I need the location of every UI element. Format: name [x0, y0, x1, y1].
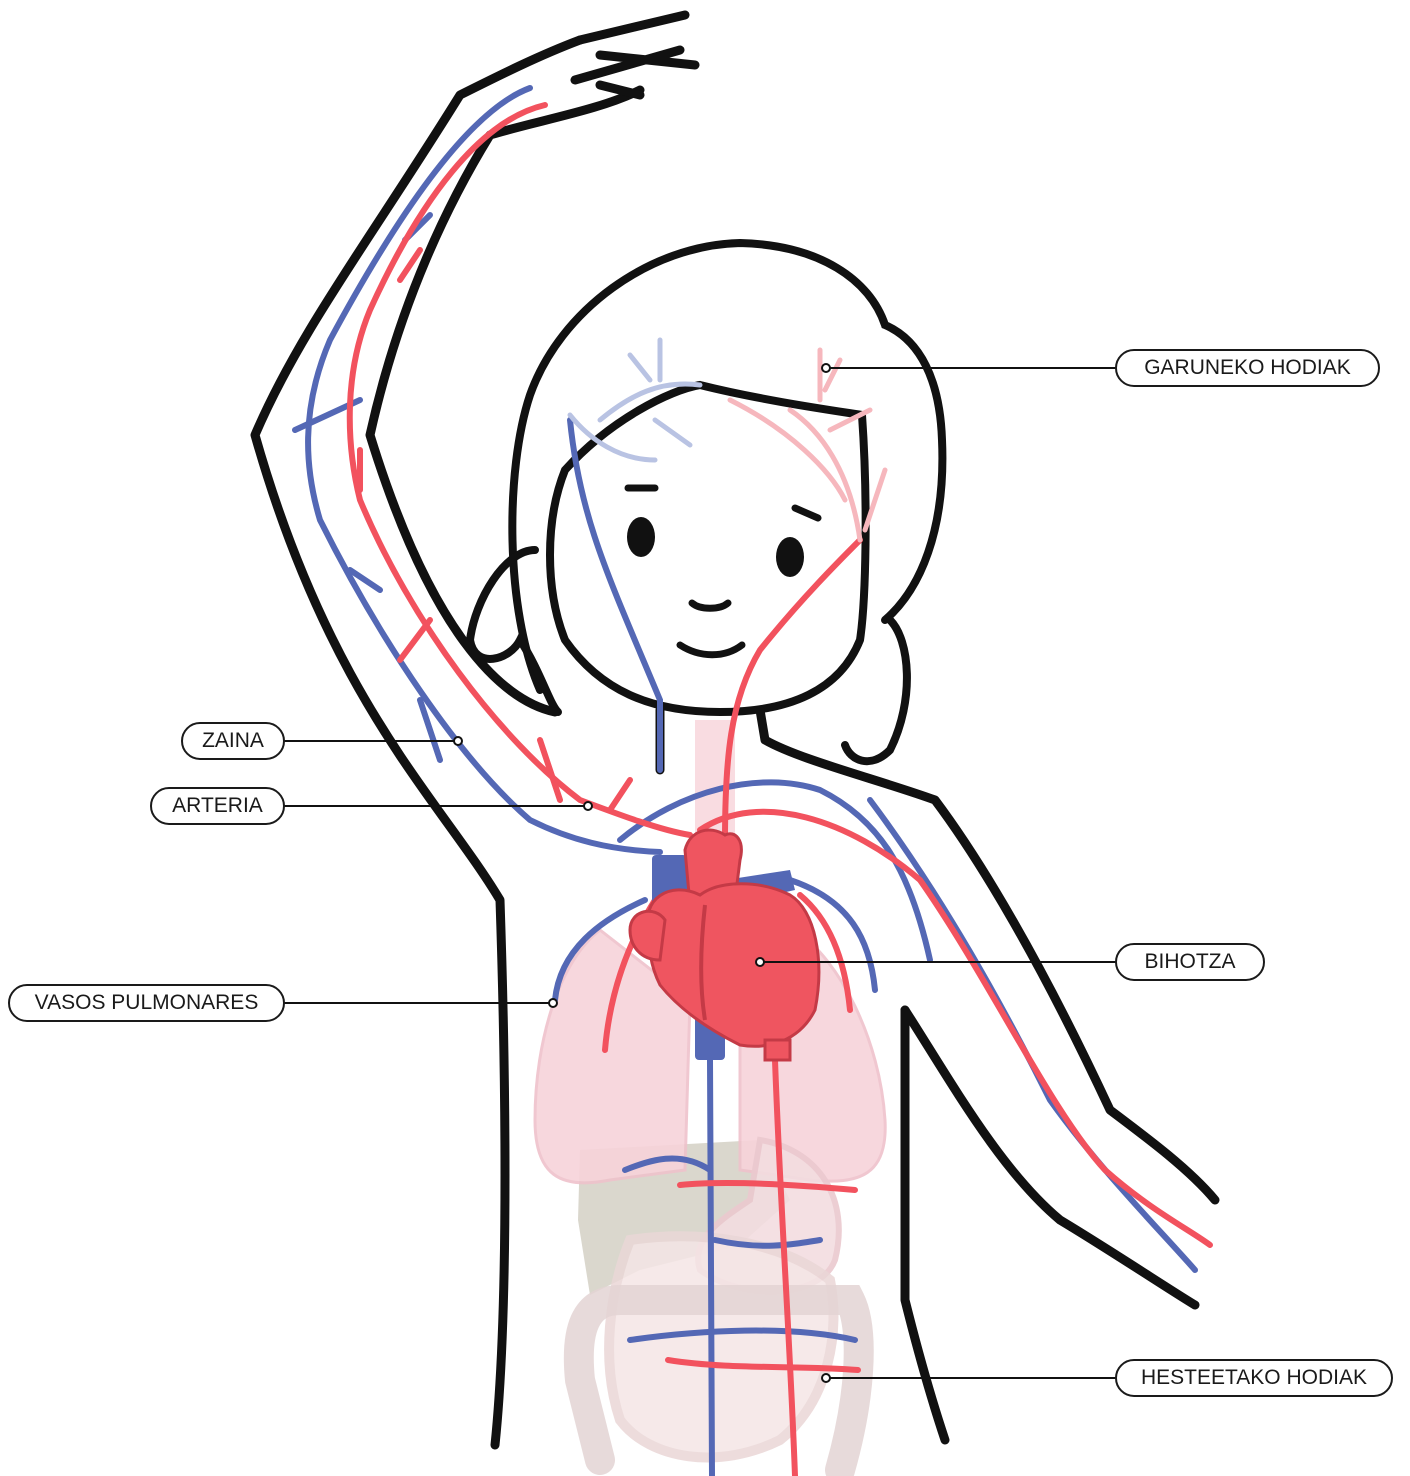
- torso-right: [905, 1010, 945, 1440]
- label-hesteetako-hodiak: HESTEETAKO HODIAK: [1115, 1359, 1393, 1397]
- jugular-vein: [570, 420, 660, 770]
- aorta-stub: [765, 1040, 790, 1060]
- label-arteria: ARTERIA: [150, 787, 285, 825]
- pointer-dot-garuneko: [822, 364, 830, 372]
- nose: [692, 603, 728, 608]
- right-eyebrow: [795, 508, 818, 518]
- hand-fingers: [575, 15, 695, 95]
- mouth: [680, 645, 742, 655]
- label-vasos-pulmonares: VASOS PULMONARES: [8, 984, 285, 1022]
- right-eye: [776, 537, 804, 577]
- label-zaina: ZAINA: [181, 722, 285, 760]
- label-bihotza: BIHOTZA: [1115, 943, 1265, 981]
- arm-vein-branch: [295, 215, 440, 760]
- lowered-arm-inner: [905, 1010, 1195, 1305]
- pointer-dot-arteria: [584, 802, 592, 810]
- arm-artery-main: [350, 105, 690, 835]
- vena-cava: [710, 1060, 712, 1476]
- small-intestine: [609, 1236, 833, 1457]
- face: [470, 243, 942, 761]
- pointer-dot-hesteetako: [822, 1374, 830, 1382]
- left-eye: [627, 517, 655, 557]
- carotid-artery: [725, 540, 860, 840]
- pointer-dot-bihotza: [756, 958, 764, 966]
- pointer-dot-zaina: [454, 737, 462, 745]
- pointer-dot-vasos: [549, 999, 557, 1007]
- raised-arm-inner: [370, 90, 640, 712]
- heart-right-atrium: [630, 911, 665, 960]
- right-pigtail: [845, 620, 907, 761]
- label-garuneko-hodiak: GARUNEKO HODIAK: [1115, 349, 1380, 387]
